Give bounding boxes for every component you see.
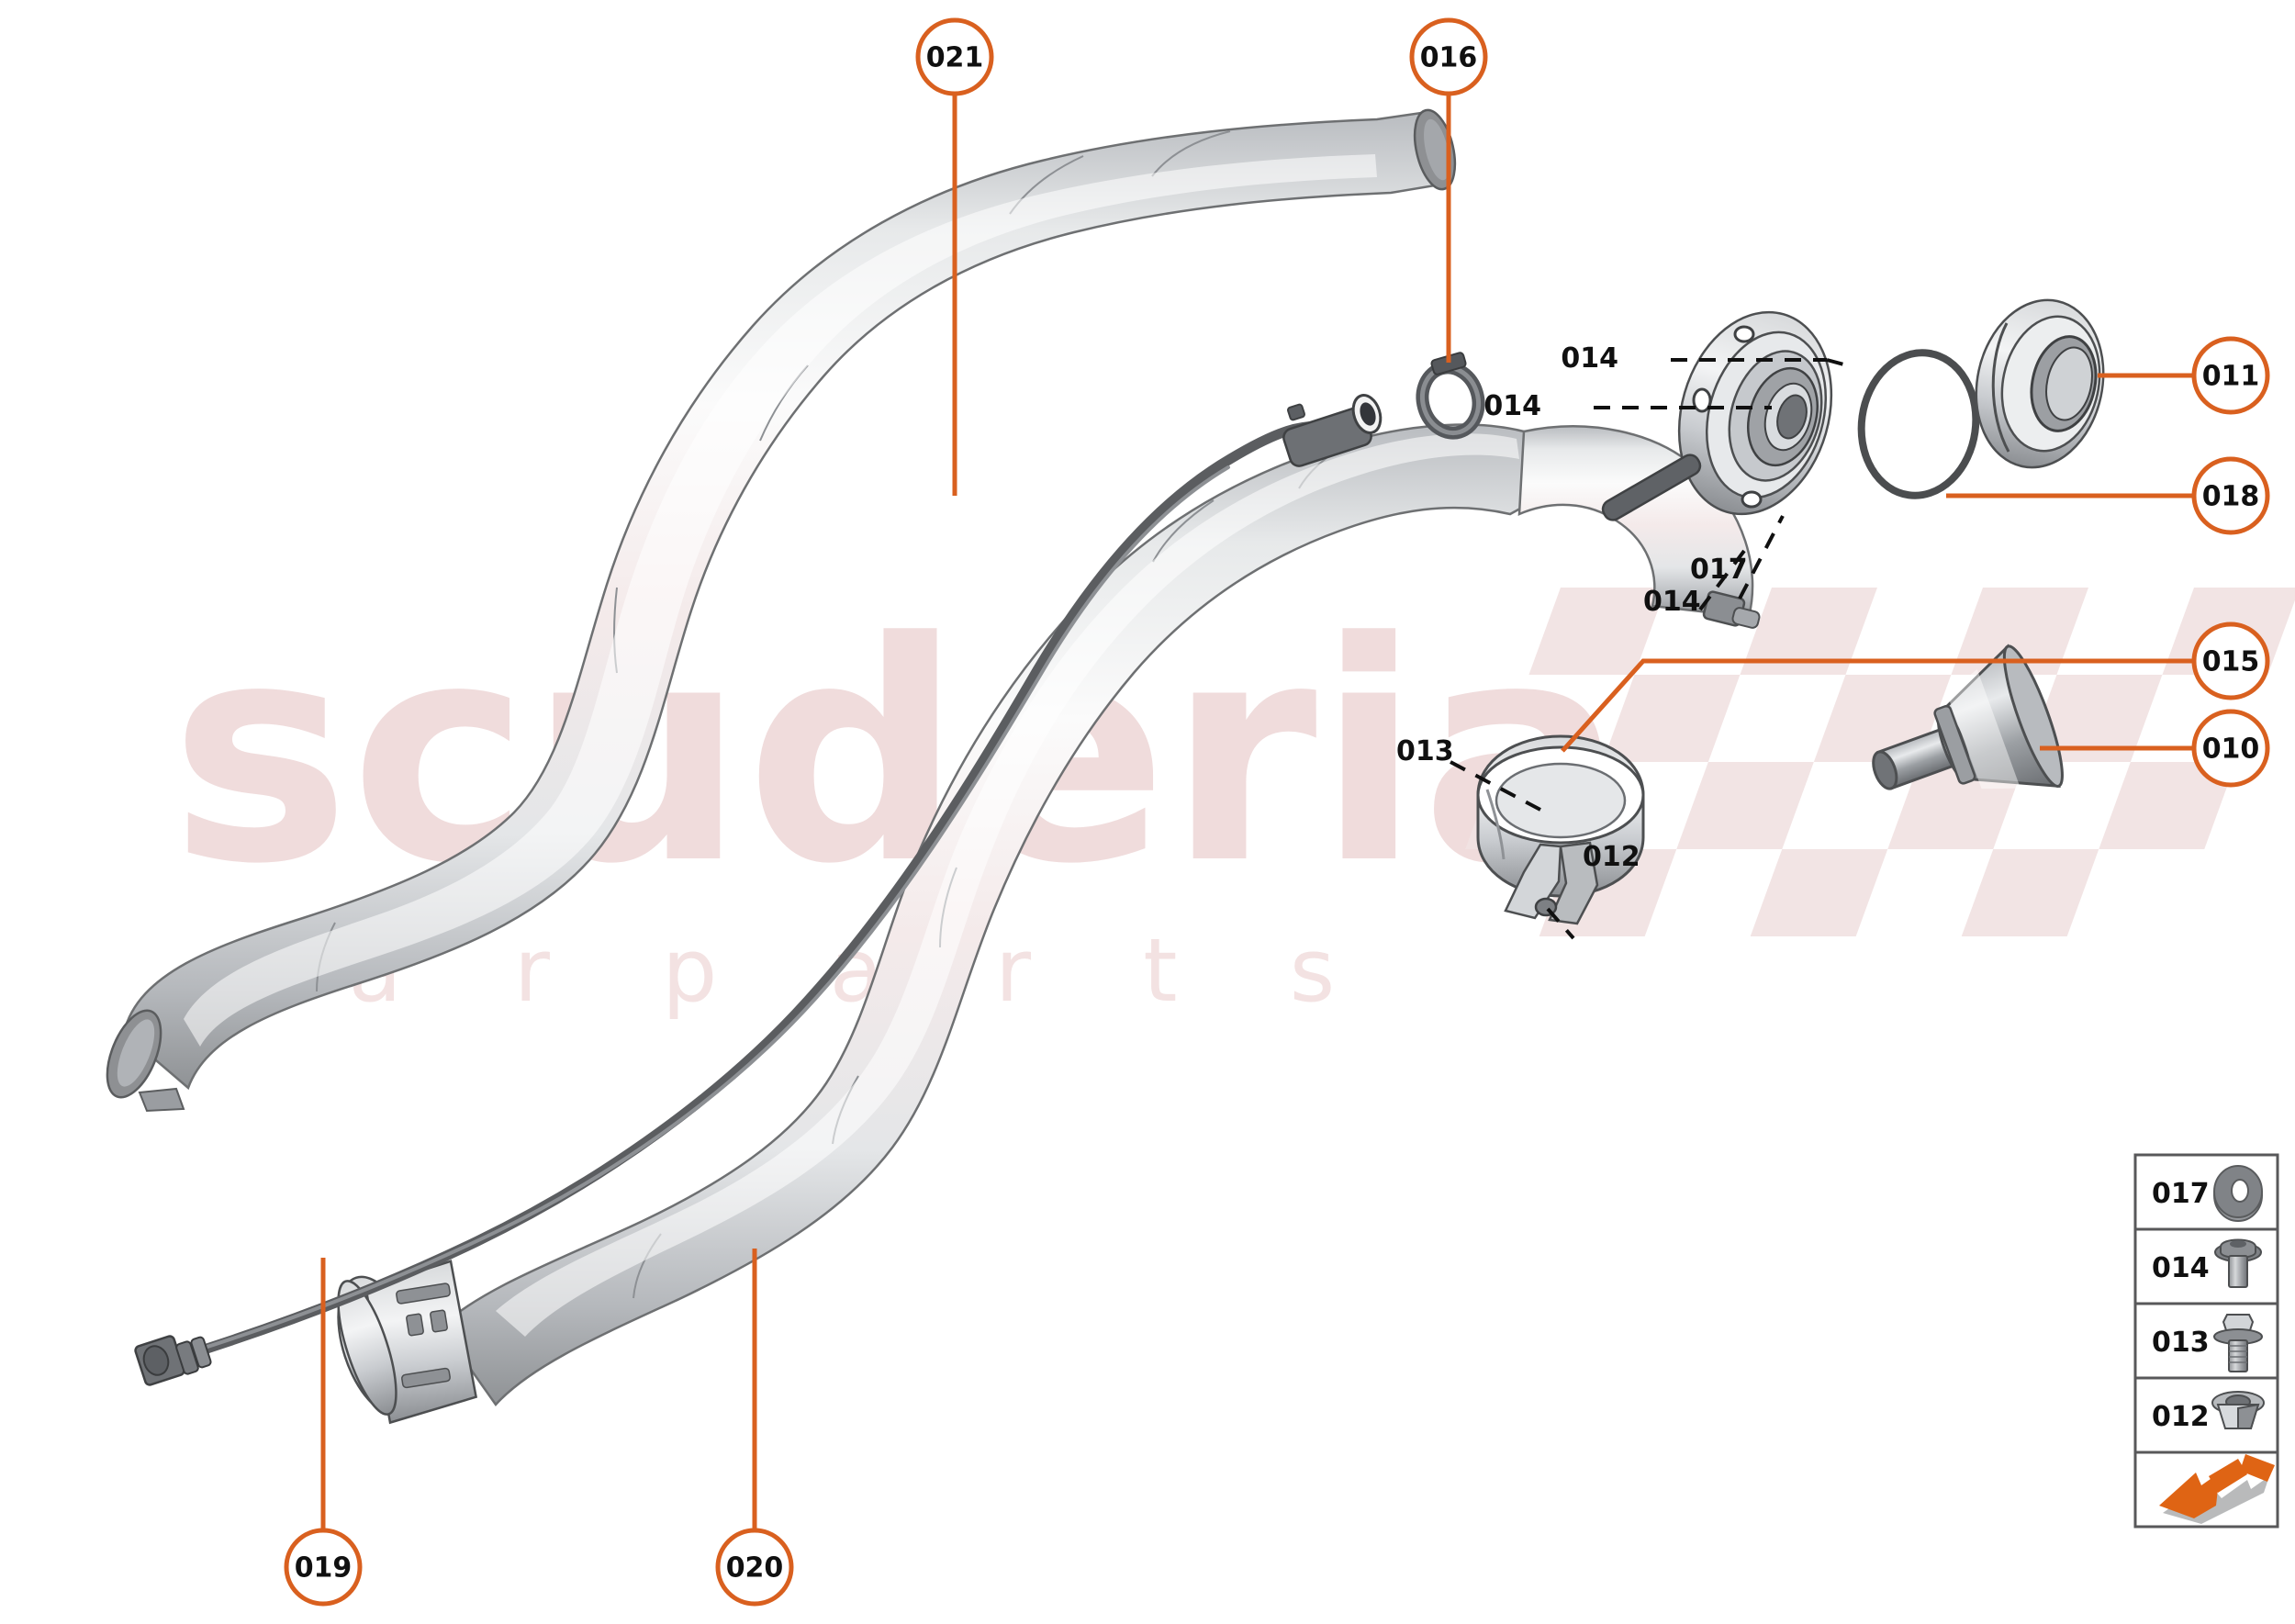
part-clamp-band bbox=[1476, 734, 1645, 925]
callout-019[interactable]: 019 bbox=[284, 1528, 363, 1607]
part-filler-funnel bbox=[1872, 644, 2064, 790]
vent-line-end-fitting bbox=[134, 1335, 212, 1386]
callout-019-label: 019 bbox=[295, 1552, 353, 1585]
part-filler-neck-flange-ring bbox=[1975, 298, 2105, 469]
inline-label-017: 017 bbox=[1690, 554, 1748, 586]
callout-011-circle[interactable] bbox=[2191, 336, 2270, 415]
callout-010-label: 010 bbox=[2202, 734, 2260, 766]
callout-010[interactable]: 010 bbox=[2191, 709, 2270, 788]
part-filler-pipe-upper bbox=[106, 108, 1457, 1113]
inline-label-014-bot: 014 bbox=[1643, 586, 1701, 618]
flange-bolt-icon bbox=[2214, 1238, 2262, 1288]
leader-015 bbox=[1561, 658, 2194, 753]
part-hose-clamp-small bbox=[1416, 352, 1485, 440]
callout-016-circle[interactable] bbox=[1409, 17, 1488, 96]
callout-020-circle[interactable] bbox=[715, 1528, 794, 1607]
internal-dashed-leaders bbox=[1450, 358, 1848, 940]
callout-021-label: 021 bbox=[926, 42, 984, 74]
callout-020[interactable]: 020 bbox=[715, 1528, 794, 1607]
callout-018-label: 018 bbox=[2202, 481, 2260, 513]
callout-020-label: 020 bbox=[726, 1552, 784, 1585]
callout-018-circle[interactable] bbox=[2191, 456, 2270, 535]
callout-015-circle[interactable] bbox=[2191, 622, 2270, 700]
inline-label-014-mid: 014 bbox=[1483, 390, 1541, 422]
callout-021-circle[interactable] bbox=[915, 17, 994, 96]
legend-row-013-label: 013 bbox=[2152, 1327, 2210, 1359]
part-o-ring-seal bbox=[1857, 349, 1980, 499]
callout-011[interactable]: 011 bbox=[2191, 336, 2270, 415]
inline-label-013: 013 bbox=[1396, 735, 1454, 767]
callout-011-label: 011 bbox=[2202, 361, 2260, 393]
callout-leader-lines bbox=[320, 94, 2194, 1530]
vent-line-nipple bbox=[1282, 394, 1383, 467]
orange-arrow-icon bbox=[2159, 1454, 2275, 1524]
legend-row-012-label: 012 bbox=[2152, 1401, 2210, 1433]
flat-washer-icon bbox=[2213, 1165, 2263, 1222]
legend-panel bbox=[2133, 1153, 2279, 1529]
callout-016[interactable]: 016 bbox=[1409, 17, 1488, 96]
callout-015[interactable]: 015 bbox=[2191, 622, 2270, 700]
legend-row-017-label: 017 bbox=[2152, 1178, 2210, 1210]
callout-019-circle[interactable] bbox=[284, 1528, 363, 1607]
part-vent-line-hose bbox=[134, 394, 1383, 1386]
part-filler-pipe-lower bbox=[337, 423, 1562, 1425]
callout-021[interactable]: 021 bbox=[915, 17, 994, 96]
inline-label-014-top: 014 bbox=[1561, 342, 1618, 375]
part-quick-connect-coupling bbox=[337, 1260, 478, 1425]
callout-015-label: 015 bbox=[2202, 646, 2260, 678]
flange-nut-icon bbox=[2211, 1391, 2265, 1429]
watermark-primary: scuderia bbox=[170, 577, 1626, 930]
callout-010-circle[interactable] bbox=[2191, 709, 2270, 788]
hex-flange-bolt-icon bbox=[2213, 1314, 2263, 1372]
legend-row-014-label: 014 bbox=[2152, 1252, 2210, 1284]
inline-label-012: 012 bbox=[1583, 841, 1640, 873]
watermark: scuderia c a r p a r t s bbox=[170, 577, 1626, 1022]
callout-016-label: 016 bbox=[1420, 42, 1478, 74]
callout-018[interactable]: 018 bbox=[2191, 456, 2270, 535]
